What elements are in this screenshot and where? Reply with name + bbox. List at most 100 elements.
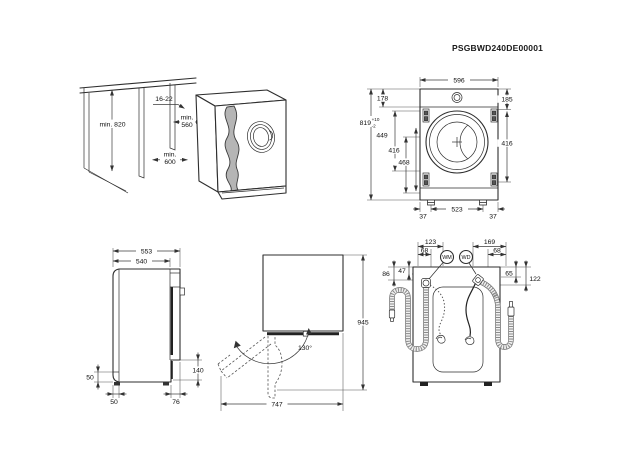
feet-front: [427, 199, 487, 206]
dim-945-label: 945: [357, 319, 369, 326]
dim-185-label: 185: [501, 97, 513, 104]
dim-449-label: 449: [376, 133, 388, 140]
appliance-3d-view: [195, 89, 287, 200]
dim-86-label: 86: [382, 271, 390, 278]
dim-37l-label: 37: [419, 214, 427, 221]
dim-540: 540: [112, 257, 171, 265]
door-angle-label: 130°: [298, 344, 312, 352]
niche-width-min: min.: [164, 152, 177, 159]
door-swing-arc: 130°: [233, 328, 312, 365]
wd-callout: WD: [458, 249, 477, 275]
foot-side-front: [114, 382, 120, 386]
rear-recess-panel: [432, 286, 484, 373]
dim-68l-label: 68: [421, 248, 429, 255]
foot-rear-left: [420, 382, 428, 386]
dim-468: 468: [394, 127, 418, 192]
dim-819-label: 819: [360, 120, 372, 127]
dim-123-label: 123: [425, 239, 437, 246]
niche-depth-min: min.: [181, 115, 194, 122]
dim-width-596: 596: [419, 76, 499, 85]
cabinet-left-wall: [83, 88, 129, 194]
door-front: [425, 110, 489, 174]
dim-86: 86: [382, 260, 396, 287]
niche-depth-value: 560: [181, 122, 193, 129]
worktop-gap-label: 16-22: [155, 96, 173, 103]
machine-side-outline: [112, 268, 185, 386]
dim-596-label: 596: [453, 78, 465, 85]
dim-123: 123: [417, 239, 444, 249]
inlet-hose: [478, 279, 515, 350]
dim-65-label: 65: [505, 271, 513, 278]
dim-76-label: 76: [172, 399, 180, 406]
dim-122: 122: [524, 260, 541, 292]
front-view-diagram: 596 178 819 +10 -2 449 416 468: [354, 76, 517, 221]
dim-base-row: 523 37 37: [413, 205, 505, 221]
dim-65: 65: [505, 260, 518, 284]
drain-elbow-fitting: [421, 278, 431, 288]
dim-819-tol-dn: -2: [372, 124, 377, 129]
door-opening-diagram: 130° 945 747: [217, 254, 373, 411]
wd-label: WD: [462, 255, 471, 261]
drain-hose: [388, 284, 429, 352]
niche-divider-panels: [138, 83, 176, 179]
dim-height-819: 819 +10 -2: [354, 88, 384, 201]
dim-185: 185: [497, 88, 517, 110]
dim-50-horizontal: 50: [105, 392, 127, 406]
side-view-diagram: 553 540 50 50 76: [86, 247, 207, 406]
dim-178: 178: [373, 88, 392, 108]
worktop-fixing-tab: [179, 287, 185, 296]
door-open-130: [217, 336, 272, 379]
dim-140-label: 140: [192, 367, 204, 374]
dim-122-label: 122: [529, 276, 541, 283]
niche-height-label: min. 820: [99, 121, 125, 128]
wm-label: WM: [442, 255, 452, 261]
dim-945: 945: [353, 254, 373, 391]
drain-route-dashed: [429, 284, 446, 344]
document-code: PSGBWD240DE00001: [452, 43, 544, 53]
inlet-valve-fitting: [472, 274, 484, 286]
dim-747: 747: [220, 400, 344, 408]
dim-76: 76: [163, 392, 188, 406]
dim-178-label: 178: [377, 96, 389, 103]
dim-140: 140: [189, 352, 207, 388]
inlet-hose-connector: [507, 306, 515, 317]
drain-coil: [435, 334, 446, 344]
dim-47-label: 47: [398, 268, 406, 275]
dim-523-label: 523: [451, 206, 463, 213]
dim-819-tol-up: +10: [372, 117, 380, 122]
dim-niche-width: min. 600: [152, 152, 188, 166]
dim-47: 47: [398, 260, 411, 281]
dim-50h-label: 50: [110, 399, 118, 406]
drain-hose-end: [388, 309, 396, 319]
dim-niche-height: min. 820: [97, 89, 128, 172]
dim-68r-label: 68: [493, 248, 501, 255]
dim-169: 169: [472, 239, 507, 249]
foot-side-rear: [163, 382, 169, 386]
dim-416l-label: 416: [388, 148, 400, 155]
cord-coil: [464, 336, 475, 345]
power-cord: [464, 281, 477, 345]
niche-width-value: 600: [164, 159, 176, 166]
dim-68-right: 68: [487, 248, 507, 257]
worktop: [79, 77, 197, 94]
dim-50-vertical: 50: [86, 364, 100, 390]
top-fixing-hole: [451, 92, 463, 103]
dim-553: 553: [112, 247, 181, 255]
door-open-90: [267, 336, 283, 399]
dim-50v-label: 50: [86, 375, 94, 382]
dim-747-label: 747: [271, 401, 283, 408]
foot-rear-right: [484, 382, 492, 386]
dim-416-right: 416: [497, 111, 517, 183]
dim-worktop-gap: 16-22: [153, 96, 185, 109]
dim-540-label: 540: [136, 258, 148, 265]
dim-169-label: 169: [484, 239, 496, 246]
niche-installation-diagram: min. 820 16-22 min. 560 min. 600: [79, 77, 287, 200]
door-closed-line: [267, 330, 339, 337]
door-porthole: [247, 121, 275, 153]
dim-416r-label: 416: [501, 141, 513, 148]
dim-68-left: 68: [417, 248, 432, 257]
dim-553-label: 553: [141, 248, 153, 255]
dim-468-label: 468: [398, 160, 410, 167]
dim-37r-label: 37: [489, 214, 497, 221]
